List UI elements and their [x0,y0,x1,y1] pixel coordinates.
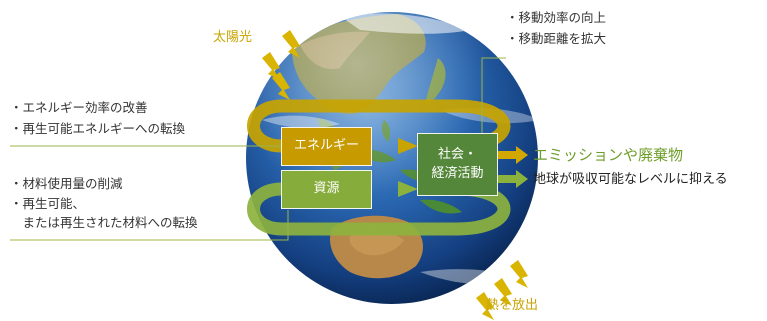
heat-release-label: 熱を放出 [486,298,539,313]
society-box-line-2: 経済活動 [431,165,484,181]
resource-box: 資源 [281,170,372,209]
energy-box: エネルギー [281,127,372,166]
resource-note-1: ・材料使用量の削減 [10,176,123,191]
emission-arrow [498,146,528,164]
resource-box-label: 資源 [313,181,340,197]
emission-label: エミッションや廃棄物 [533,146,684,164]
energy-box-label: エネルギー [293,138,359,154]
energy-note-1: ・エネルギー効率の改善 [10,100,148,115]
mobility-note-1: ・移動効率の向上 [506,10,607,25]
energy-note-2: ・再生可能エネルギーへの転換 [10,121,186,136]
mobility-leader-line [481,57,506,133]
sunlight-label: 太陽光 [213,30,253,45]
energy-arrowhead [398,138,418,154]
absorb-level-label: 地球が吸収可能なレベルに抑える [533,172,728,187]
heat-arrows-icon [476,260,528,320]
society-economy-box: 社会・ 経済活動 [417,133,498,196]
society-box-line-1: 社会・ [437,146,477,162]
resource-leader-line [10,210,289,241]
mobility-note-2: ・移動距離を拡大 [506,31,607,46]
resource-arrowhead [398,181,418,197]
absorb-arrow [498,170,528,188]
sunlight-arrows-icon [262,30,300,100]
resource-note-3: または再生された材料への転換 [10,215,198,230]
resource-note-2: ・再生可能、 [10,196,86,211]
